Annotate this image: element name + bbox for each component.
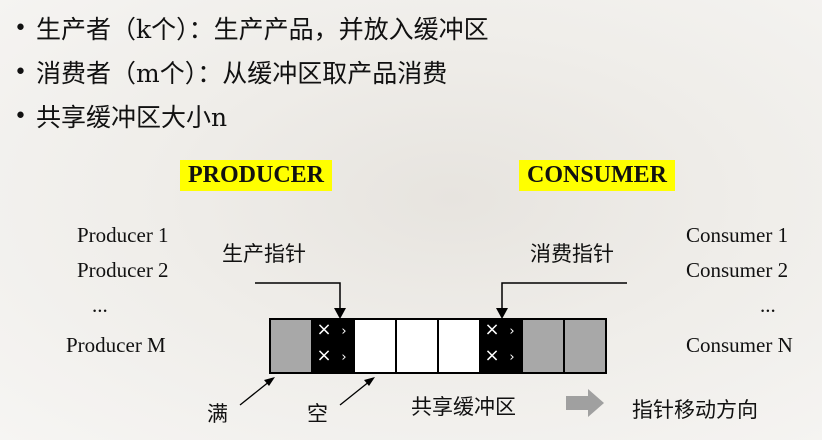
- buffer-cell-empty: [353, 318, 397, 374]
- consumer-item: Consumer N: [686, 333, 793, 357]
- buffer-cell-busy: [311, 318, 355, 374]
- busy-mark-icon: ›: [341, 350, 346, 365]
- direction-arrow-icon: [566, 389, 604, 417]
- producer-item: ...: [92, 293, 108, 317]
- buffer-cell-full: [563, 318, 607, 374]
- buffer-label: 共享缓冲区: [411, 395, 516, 419]
- busy-mark-icon: ›: [509, 350, 514, 365]
- busy-mark-icon: ×: [484, 319, 499, 340]
- full-arrowhead: [264, 377, 275, 386]
- buffer-cell-empty: [395, 318, 439, 374]
- full-arrow: [239, 380, 271, 406]
- bullet-text: 共享缓冲区大小n: [36, 103, 228, 132]
- consumer-pointer-arrowhead: [496, 308, 508, 319]
- consumer-pointer-label: 消费指针: [530, 242, 614, 266]
- busy-mark-icon: ×: [316, 345, 331, 366]
- busy-mark-icon: ›: [341, 324, 346, 339]
- busy-mark-icon: ×: [484, 345, 499, 366]
- consumer-item: Consumer 2: [686, 258, 789, 282]
- bullet-item: • 生产者（k个）：生产产品，并放入缓冲区: [14, 6, 489, 50]
- buffer-cell-full: [521, 318, 565, 374]
- buffer-cells: × × › › × × › ›: [269, 318, 607, 374]
- bullet-dot-icon: •: [14, 103, 27, 129]
- bullet-list: • 生产者（k个）：生产产品，并放入缓冲区 • 消费者（m个）：从缓冲区取产品消…: [14, 6, 489, 138]
- bullet-dot-icon: •: [14, 59, 27, 85]
- bullet-text: 消费者（m个）：从缓冲区取产品消费: [36, 59, 448, 88]
- busy-mark-icon: ›: [509, 324, 514, 339]
- full-label: 满: [207, 402, 228, 426]
- buffer-cell-busy: [479, 318, 523, 374]
- bullet-text: 生产者（k个）：生产产品，并放入缓冲区: [36, 15, 489, 44]
- empty-arrowhead: [364, 377, 375, 386]
- empty-label: 空: [307, 402, 328, 426]
- producer-pointer-arrow: [255, 282, 341, 312]
- consumer-tag: CONSUMER: [519, 160, 676, 191]
- bullet-item: • 消费者（m个）：从缓冲区取产品消费: [14, 50, 489, 94]
- producer-tag: PRODUCER: [180, 160, 332, 191]
- producer-pointer-label: 生产指针: [222, 242, 306, 266]
- producer-item: Producer 2: [77, 258, 169, 282]
- consumer-item: Consumer 1: [686, 223, 789, 247]
- buffer-cell-empty: [437, 318, 481, 374]
- bullet-dot-icon: •: [14, 15, 27, 41]
- producer-item: Producer M: [66, 333, 166, 357]
- empty-arrow: [339, 380, 371, 406]
- consumer-item: ...: [760, 293, 776, 317]
- busy-mark-icon: ×: [316, 319, 331, 340]
- producer-pointer-arrowhead: [334, 308, 346, 319]
- producer-item: Producer 1: [77, 223, 169, 247]
- bullet-item: • 共享缓冲区大小n: [14, 94, 489, 138]
- consumer-pointer-arrow: [501, 282, 627, 312]
- buffer-cell-full: [269, 318, 313, 374]
- direction-label: 指针移动方向: [632, 398, 758, 422]
